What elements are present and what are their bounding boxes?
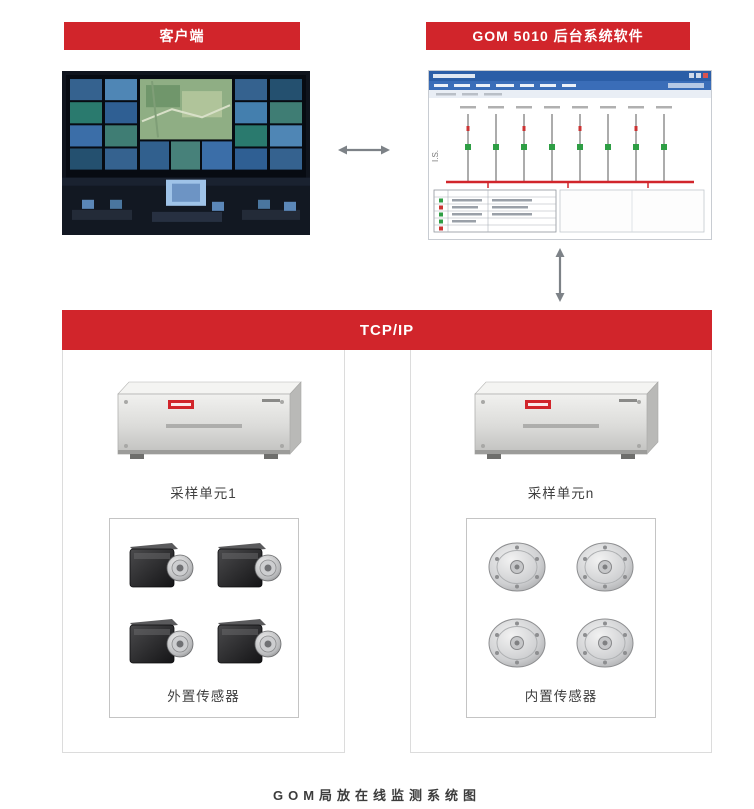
- internal-sensor-icon: [567, 537, 643, 595]
- control-room-image: [62, 71, 310, 235]
- external-sensor-grid: [118, 531, 290, 677]
- internal-sensor-label: 内置传感器: [524, 689, 598, 704]
- software-screenshot-image: I.S.: [428, 70, 712, 240]
- sampling-unit-1-image: [104, 378, 304, 462]
- software-side-text: I.S.: [431, 150, 440, 162]
- sampling-unit-n-image: [461, 378, 661, 462]
- tcpip-bar: TCP/IP: [62, 310, 712, 350]
- right-unit-column: 采样单元n: [410, 350, 712, 753]
- horizontal-double-arrow-icon: [336, 142, 392, 158]
- software-header: GOM 5010 后台系统软件: [426, 22, 690, 50]
- internal-sensor-icon: [479, 537, 555, 595]
- external-sensor-icon: [210, 613, 286, 671]
- vertical-double-arrow-icon: [552, 246, 568, 304]
- tcpip-label: TCP/IP: [359, 321, 415, 339]
- external-sensor-icon: [122, 613, 198, 671]
- external-sensor-icon: [122, 537, 198, 595]
- external-sensor-box: 外置传感器: [108, 518, 299, 718]
- client-header: 客户端: [64, 22, 300, 50]
- sampling-unit-1-label: 采样单元1: [170, 486, 237, 501]
- internal-sensor-grid: [475, 531, 647, 677]
- client-header-label: 客户端: [159, 28, 205, 44]
- software-header-label: GOM 5010 后台系统软件: [472, 28, 644, 44]
- diagram-caption: GOM局放在线监测系统图: [272, 788, 482, 803]
- left-unit-column: 采样单元1: [62, 350, 345, 753]
- external-sensor-label: 外置传感器: [167, 689, 240, 704]
- external-sensor-icon: [210, 537, 286, 595]
- internal-sensor-icon: [479, 613, 555, 671]
- internal-sensor-icon: [567, 613, 643, 671]
- sampling-unit-n-label: 采样单元n: [527, 486, 595, 501]
- internal-sensor-box: 内置传感器: [466, 518, 656, 718]
